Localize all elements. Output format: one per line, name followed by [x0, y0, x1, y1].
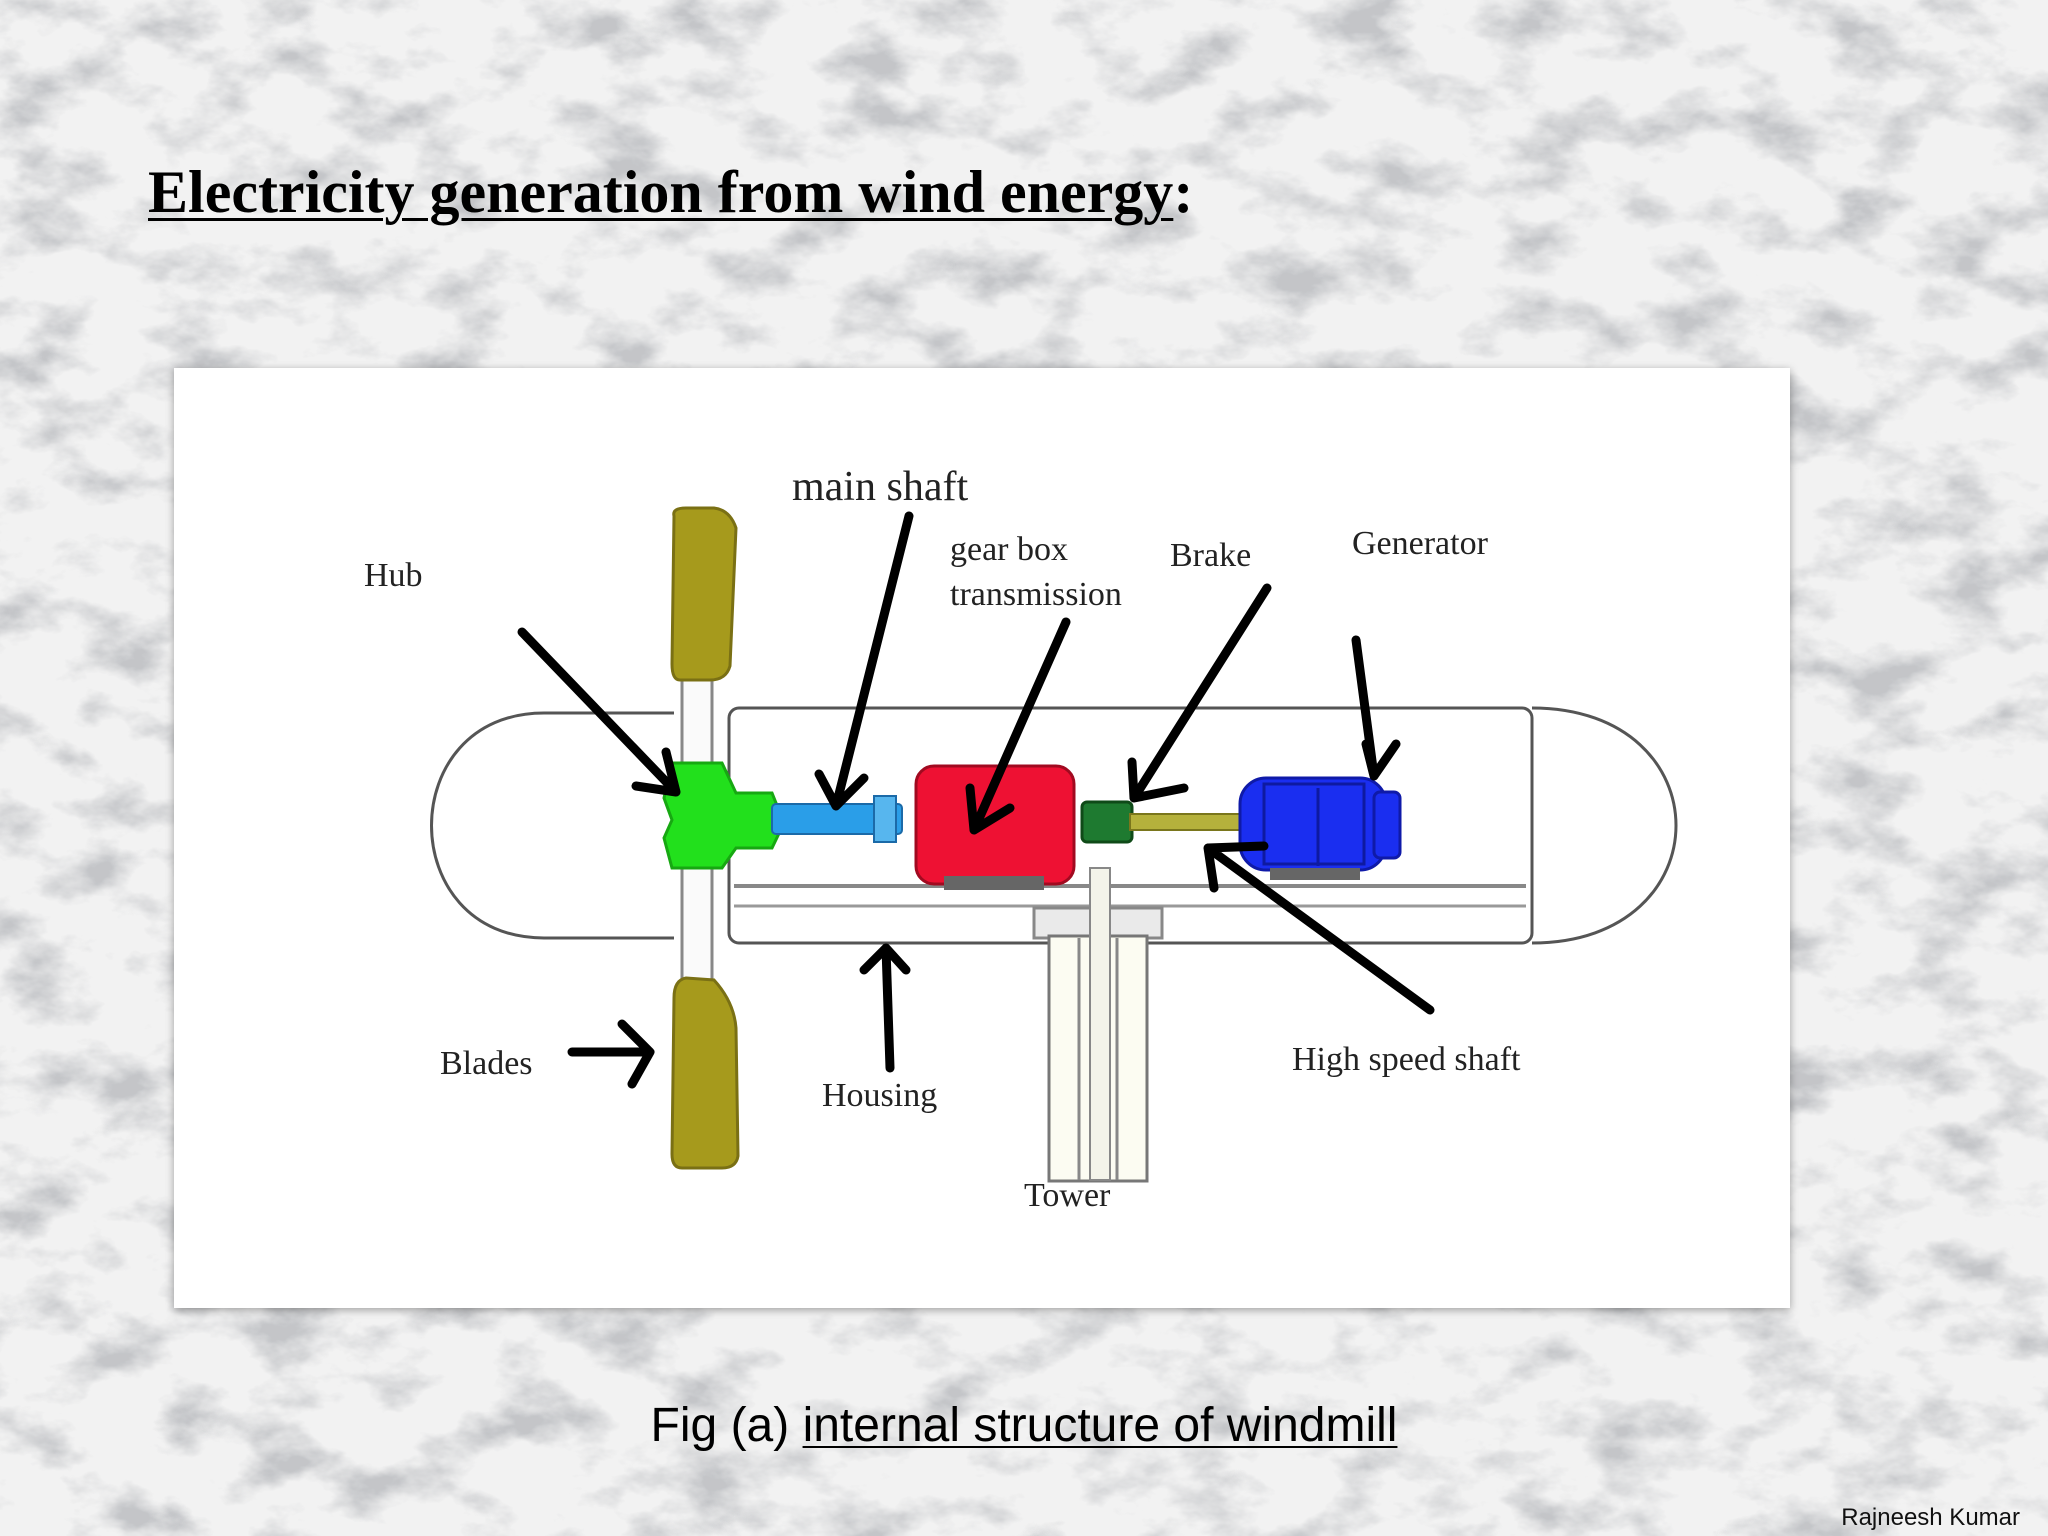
- generator-arrow: [1351, 635, 1401, 781]
- windmill-diagram: Hub main shaft gear box transmission Bra…: [364, 464, 1678, 1214]
- gear-box-feet: [944, 876, 1044, 890]
- caption-text: internal structure of windmill: [802, 1399, 1398, 1452]
- hub-arrow: [517, 627, 681, 797]
- label-housing: Housing: [822, 1077, 937, 1114]
- label-hub: Hub: [364, 557, 423, 594]
- hub: [662, 761, 786, 870]
- label-brake: Brake: [1170, 537, 1251, 574]
- label-blades: Blades: [440, 1045, 533, 1082]
- tower: [1032, 867, 1164, 1183]
- label-gear-box-line1: gear box: [950, 531, 1068, 568]
- label-high-speed-shaft: High speed shaft: [1292, 1041, 1521, 1078]
- housing-arrow: [859, 943, 911, 1073]
- caption-prefix: Fig (a): [650, 1399, 803, 1452]
- brake-disc: [1080, 800, 1134, 844]
- main-shaft-coupling: [873, 795, 897, 843]
- label-tower: Tower: [1024, 1177, 1111, 1214]
- brake-arrow: [1127, 583, 1272, 803]
- blade-top: [670, 506, 738, 682]
- figure-caption: Fig (a) internal structure of windmill: [0, 1398, 2048, 1453]
- tail-cone: [1531, 706, 1678, 945]
- author-name: Rajneesh Kumar: [1841, 1504, 2020, 1531]
- slide-title-text: Electricity generation from wind energy: [148, 159, 1174, 225]
- nose-cone: [430, 711, 674, 940]
- blades-arrow: [567, 1019, 655, 1089]
- slide-title: Electricity generation from wind energy:: [148, 158, 1193, 227]
- label-main-shaft: main shaft: [792, 464, 968, 510]
- pointer-arrows: [517, 511, 1435, 1089]
- high-speed-shaft-arrow: [1203, 841, 1435, 1015]
- label-generator: Generator: [1352, 525, 1489, 562]
- blade-bottom: [670, 976, 740, 1170]
- label-gear-box-line2: transmission: [950, 576, 1122, 613]
- slide-title-colon: :: [1173, 159, 1194, 225]
- generator: [1238, 776, 1402, 880]
- windmill-diagram-panel: Hub main shaft gear box transmission Bra…: [174, 368, 1790, 1308]
- main-shaft-arrow: [814, 511, 914, 811]
- gear-box-arrow: [965, 617, 1071, 835]
- high-speed-shaft: [1129, 813, 1243, 831]
